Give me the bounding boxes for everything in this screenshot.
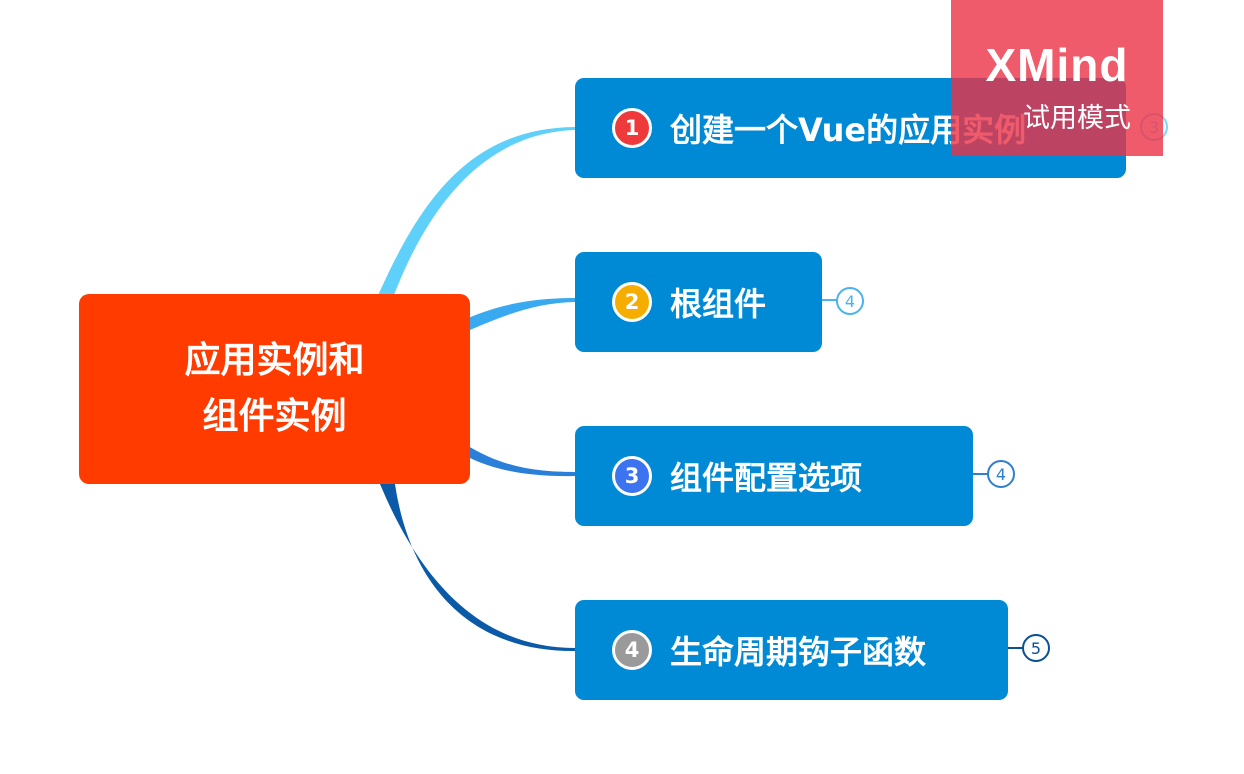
priority-3-icon: 3 [612, 456, 652, 496]
trial-watermark: XMind 试用模式 [951, 0, 1163, 156]
xmind-logo: XMind [985, 39, 1129, 91]
priority-1-icon: 1 [612, 108, 652, 148]
topic-lifecycle-hooks[interactable]: 4 生命周期钩子函数 [575, 600, 1008, 700]
priority-2-icon: 2 [612, 282, 652, 322]
branch-line-4 [380, 484, 575, 652]
collapsed-count-badge[interactable]: 4 [836, 287, 864, 315]
topic-component-options[interactable]: 3 组件配置选项 [575, 426, 973, 526]
topic-label: 组件配置选项 [670, 459, 863, 497]
topic-label: 生命周期钩子函数 [670, 633, 927, 671]
collapsed-count-badge[interactable]: 4 [987, 460, 1015, 488]
topic-root-component[interactable]: 2 根组件 [575, 252, 822, 352]
priority-4-icon: 4 [612, 630, 652, 670]
central-topic-line-2: 组件实例 [202, 396, 347, 437]
topic-label: 根组件 [670, 285, 767, 323]
branch-line-1 [376, 127, 575, 300]
central-topic[interactable]: 应用实例和 组件实例 [79, 294, 470, 484]
branch-line-2 [468, 298, 575, 330]
central-topic-line-1: 应用实例和 [184, 340, 365, 381]
trial-mode-label: 试用模式 [1023, 103, 1131, 134]
branch-line-3 [468, 446, 575, 477]
collapsed-count-badge[interactable]: 5 [1022, 634, 1050, 662]
